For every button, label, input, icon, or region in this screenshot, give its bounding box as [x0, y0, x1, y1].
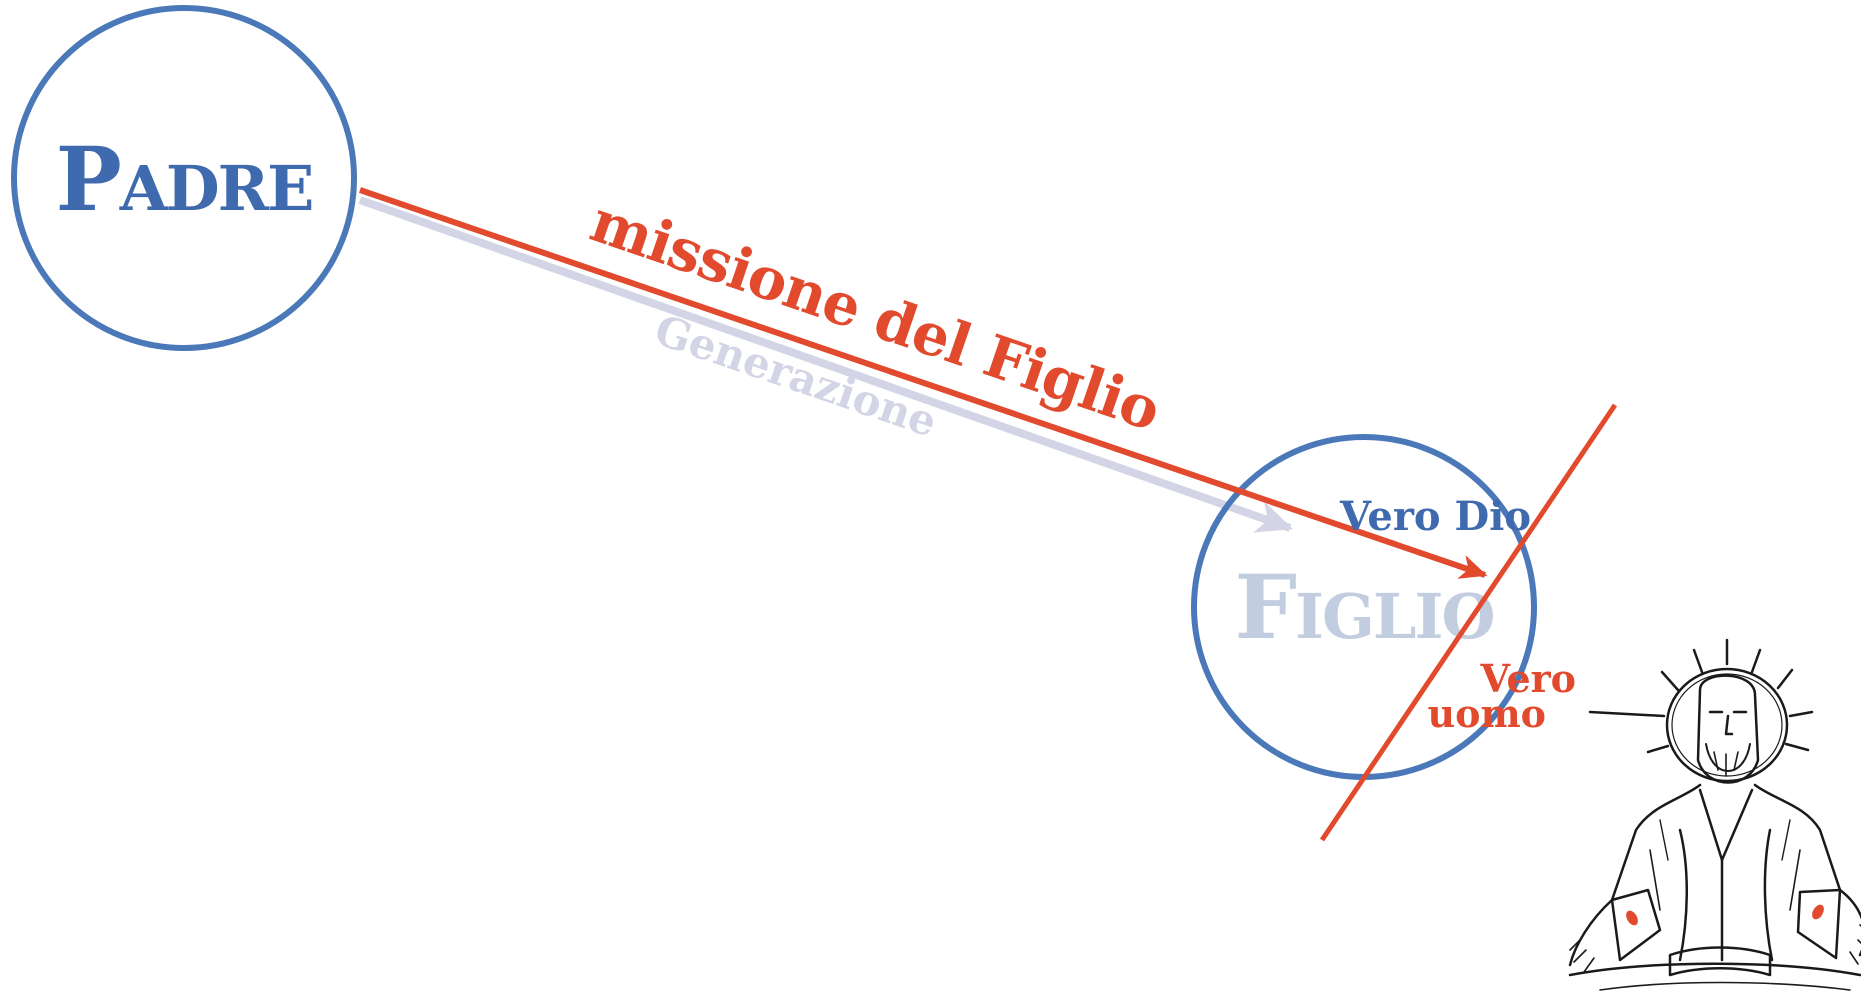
nature-divider-line — [1319, 403, 1618, 842]
christ-blessing-icon — [1568, 638, 1861, 991]
left-hand-wound — [1626, 910, 1638, 926]
mission-arrow — [359, 187, 1488, 579]
true-man-label-line2: uomo — [1427, 691, 1546, 736]
true-man-label-line1: Vero — [1479, 656, 1576, 701]
figlio-label: Figlio — [1234, 555, 1493, 659]
generation-arrow — [358, 196, 1294, 533]
right-hand-wound — [1812, 904, 1824, 920]
true-god-label: Vero Dio — [1339, 493, 1531, 540]
padre-label: Padre — [56, 127, 313, 231]
padre-circle — [11, 5, 357, 351]
